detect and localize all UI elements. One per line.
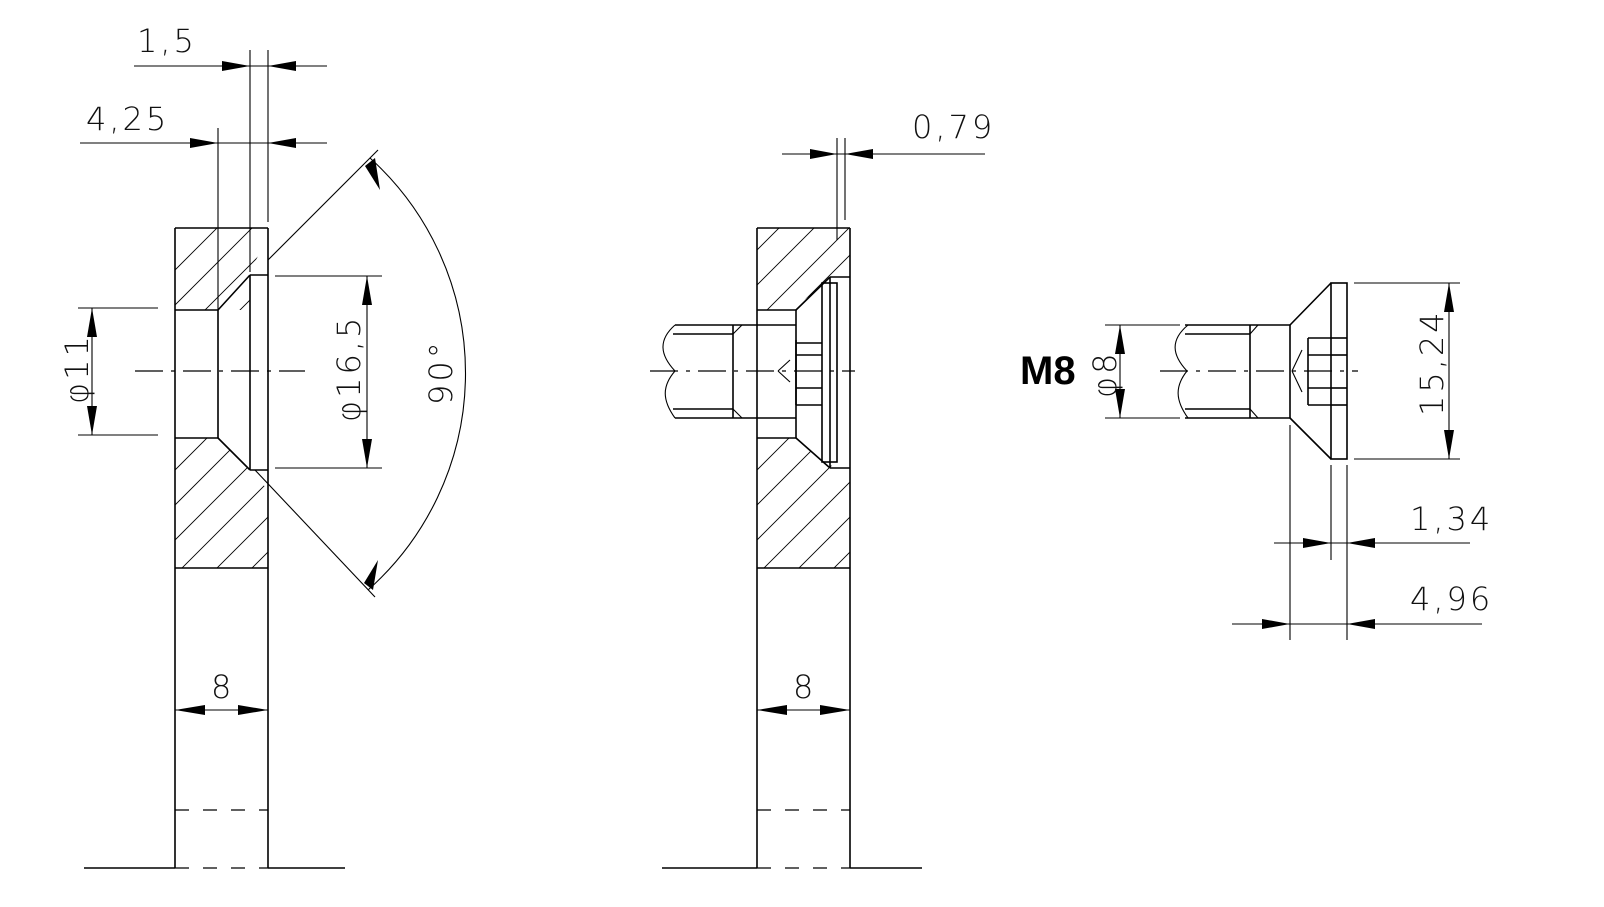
view-hole-section	[78, 50, 466, 869]
dim-head-flat-height: 1,34	[1410, 500, 1494, 538]
dim-head-diameter: 15,24	[1413, 309, 1451, 416]
dim-plate-thickness-1: 8	[211, 668, 235, 706]
dim-hole-diameter: φ11	[58, 333, 96, 404]
dim-plate-thickness-2: 8	[793, 668, 817, 706]
dim-countersink-diameter: φ16,5	[330, 314, 368, 422]
hatch-bottom	[757, 438, 850, 568]
dim-offset-4-25: 4,25	[86, 100, 170, 138]
dim-offset-1-5: 1,5	[137, 22, 197, 60]
dim-recess: 0,79	[912, 108, 996, 146]
dim-head-height: 4,96	[1410, 580, 1494, 618]
view-screw	[1105, 282, 1482, 640]
thread-label: M8	[1020, 349, 1076, 393]
view-assembly-section	[650, 138, 985, 869]
dim-shank-diameter: φ8	[1086, 350, 1124, 398]
hatch-top	[175, 228, 268, 310]
dim-countersink-angle: 90°	[422, 339, 460, 405]
